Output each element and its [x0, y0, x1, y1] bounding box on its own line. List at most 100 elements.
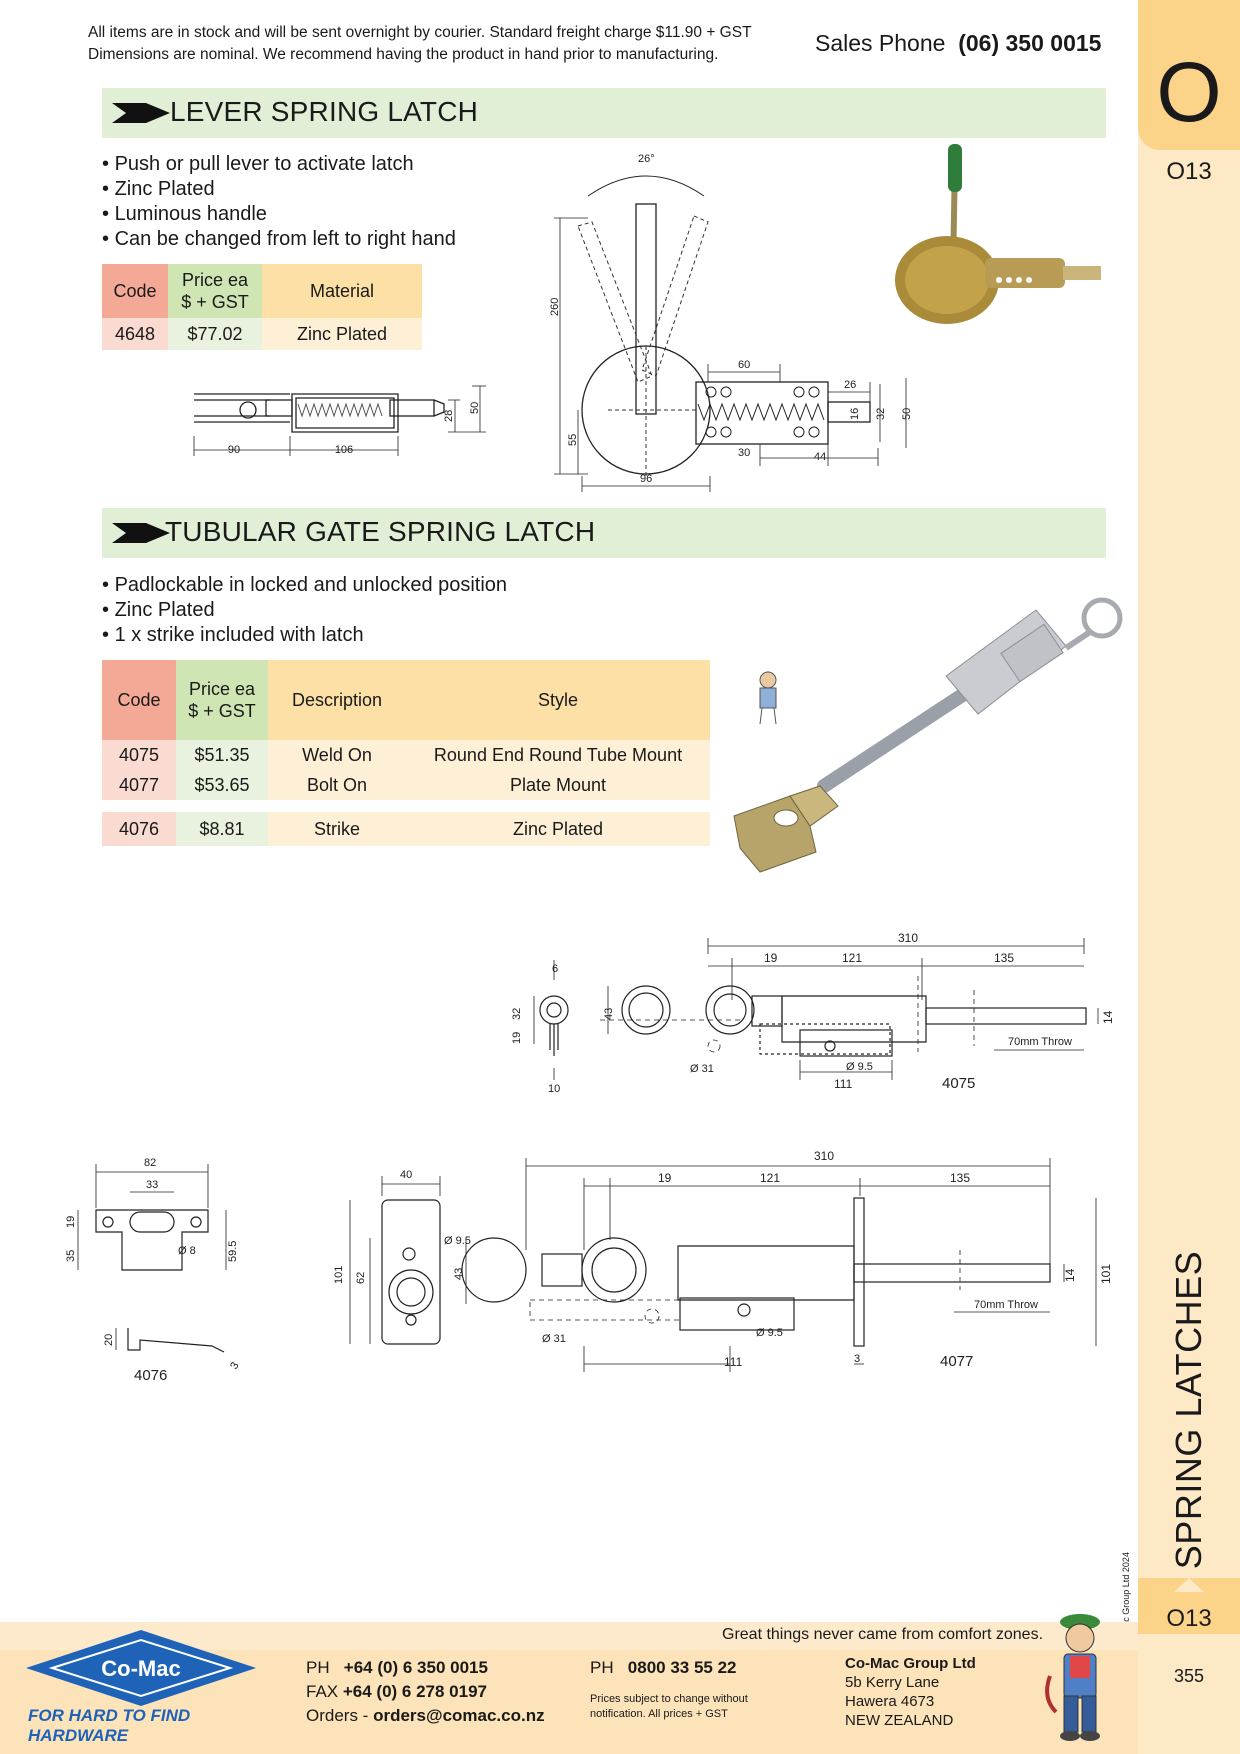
sales-phone-label: Sales Phone [815, 30, 946, 56]
footer-tagline: Great things never came from comfort zon… [722, 1626, 1044, 1643]
dim-101: 101 [333, 1266, 345, 1284]
company-name: Co-Mac Group Ltd [845, 1655, 976, 1672]
dim-19: 19 [658, 1171, 672, 1185]
dim-90: 90 [228, 444, 240, 456]
throw-label: 70mm Throw [974, 1299, 1038, 1311]
footer-freephone: PH 0800 33 55 22 [590, 1658, 737, 1677]
orders-email-link[interactable]: orders@comac.co.nz [373, 1706, 545, 1725]
side-tab [1138, 0, 1240, 1754]
dim-26-degrees: 26° [638, 153, 655, 165]
dim-50: 50 [469, 402, 481, 414]
cell-code: 4076 [102, 812, 176, 846]
cell-code: 4075 [102, 740, 176, 770]
dim-10: 10 [548, 1083, 560, 1095]
list-item: Luminous handle [102, 202, 456, 227]
dim-19b: 19 [511, 1032, 523, 1044]
list-item: Zinc Plated [102, 598, 507, 623]
cell-code: 4077 [102, 770, 176, 800]
dim-14: 14 [1063, 1268, 1077, 1282]
throw-label: 70mm Throw [1008, 1036, 1072, 1048]
header-style: Style [406, 660, 710, 740]
dim-59-5: 59.5 [227, 1241, 239, 1262]
dim-26: 26 [844, 379, 856, 391]
arrow-right-icon [112, 523, 170, 543]
arrow-right-icon [112, 103, 170, 123]
dim-dia95: Ø 9.5 [846, 1061, 873, 1073]
cell-price: $77.02 [168, 318, 262, 350]
notice-line-2: Dimensions are nominal. We recommend hav… [88, 46, 719, 63]
dim-55: 55 [567, 434, 579, 446]
comac-logo-icon: Co-Mac [26, 1630, 256, 1706]
table-row: 4076 $8.81 Strike Zinc Plated [102, 812, 710, 846]
sales-phone: Sales Phone (06) 350 0015 [815, 30, 1101, 57]
dim-310: 310 [814, 1149, 834, 1163]
table-row: 4648 $77.02 Zinc Plated [102, 318, 422, 350]
list-item: Padlockable in locked and unlocked posit… [102, 573, 508, 598]
header-price: Price ea$ + GST [168, 264, 262, 318]
dim-310: 310 [898, 931, 918, 945]
header-code: Code [102, 660, 176, 740]
header-material: Material [262, 264, 422, 318]
dim-111: 111 [724, 1355, 743, 1369]
footer-slogan: FOR HARD TO FIND HARDWARE [28, 1706, 191, 1745]
cell-description: Weld On [268, 740, 406, 770]
section-letter: O [1156, 45, 1222, 139]
dim-33: 33 [146, 1179, 158, 1191]
dim-50: 50 [901, 408, 913, 420]
drawing-4077: 40 Ø 9.5 101 62 43 Ø 31 310 19 121 135 1… [333, 1149, 1113, 1372]
header-description: Description [268, 660, 406, 740]
dim-43: 43 [453, 1268, 465, 1280]
page-number: 355 [1173, 1666, 1205, 1686]
drawing-4075: 310 19 121 135 14 70mm Throw Ø 31 Ø 9.5 … [511, 931, 1115, 1095]
tubular-latch-photo [733, 597, 1123, 873]
dim-20: 20 [103, 1334, 115, 1346]
table-row: 4075 $51.35 Weld On Round End Round Tube… [102, 740, 710, 770]
dim-14: 14 [1101, 1010, 1115, 1024]
lever-latch-photo [895, 144, 1101, 324]
header-price: Price ea$ + GST [176, 660, 268, 740]
notice-line-1: All items are in stock and will be sent … [88, 24, 752, 41]
dim-121: 121 [842, 951, 862, 965]
cell-price: $53.65 [176, 770, 268, 800]
lever-latch-front-drawing: 26° 260 55 96 60 26 16 32 50 30 44 [549, 153, 913, 492]
header-code: Code [102, 264, 168, 318]
shipping-notice: All items are in stock and will be sent … [88, 22, 752, 66]
lever-price-table: Code Price ea$ + GST Material 4648 $77.0… [102, 264, 422, 350]
cell-description: Strike [268, 812, 406, 846]
cell-price: $51.35 [176, 740, 268, 770]
dim-dia9-5: Ø 9.5 [756, 1327, 783, 1339]
dim-dia31: Ø 31 [542, 1333, 566, 1345]
dim-43: 43 [603, 1008, 615, 1020]
section-code-bottom-label: O13 [1166, 1605, 1212, 1632]
section-title-tubular: TUBULAR GATE SPRING LATCH [165, 516, 596, 547]
dim-30: 30 [738, 447, 750, 459]
tubular-feature-list: Padlockable in locked and unlocked posit… [102, 573, 508, 648]
cell-style: Plate Mount [406, 770, 710, 800]
part-label-4076: 4076 [134, 1367, 167, 1384]
section-code-top: O13 [1166, 158, 1212, 185]
dim-82: 82 [144, 1157, 156, 1169]
mascot-icon [1045, 1614, 1100, 1741]
sales-phone-number: (06) 350 0015 [958, 30, 1102, 56]
dim-3: 3 [854, 1353, 860, 1365]
dim-35: 35 [65, 1250, 77, 1262]
dim-dia9-5-plate: Ø 9.5 [444, 1235, 471, 1247]
dim-19: 19 [764, 951, 778, 965]
part-label-4077: 4077 [940, 1353, 973, 1370]
footer-price-note: Prices subject to change without notific… [590, 1693, 748, 1720]
lever-feature-list: Push or pull lever to activate latch Zin… [102, 152, 456, 252]
section-title-lever: LEVER SPRING LATCH [170, 96, 479, 127]
footer-orders: Orders - orders@comac.co.nz [306, 1706, 545, 1725]
cell-style: Round End Round Tube Mount [406, 740, 710, 770]
list-item: Push or pull lever to activate latch [102, 152, 456, 177]
cell-style: Zinc Plated [406, 812, 710, 846]
section-header-lever: LEVER SPRING LATCH [102, 88, 1106, 138]
dim-135: 135 [994, 951, 1014, 965]
dim-19: 19 [65, 1216, 77, 1228]
dim-28: 28 [443, 410, 455, 422]
dim-101b: 101 [1099, 1264, 1113, 1284]
dim-62: 62 [355, 1272, 367, 1284]
dim-dia8: Ø 8 [178, 1245, 196, 1257]
category-label: SPRING LATCHES [1168, 1250, 1209, 1570]
dim-44: 44 [814, 451, 826, 463]
